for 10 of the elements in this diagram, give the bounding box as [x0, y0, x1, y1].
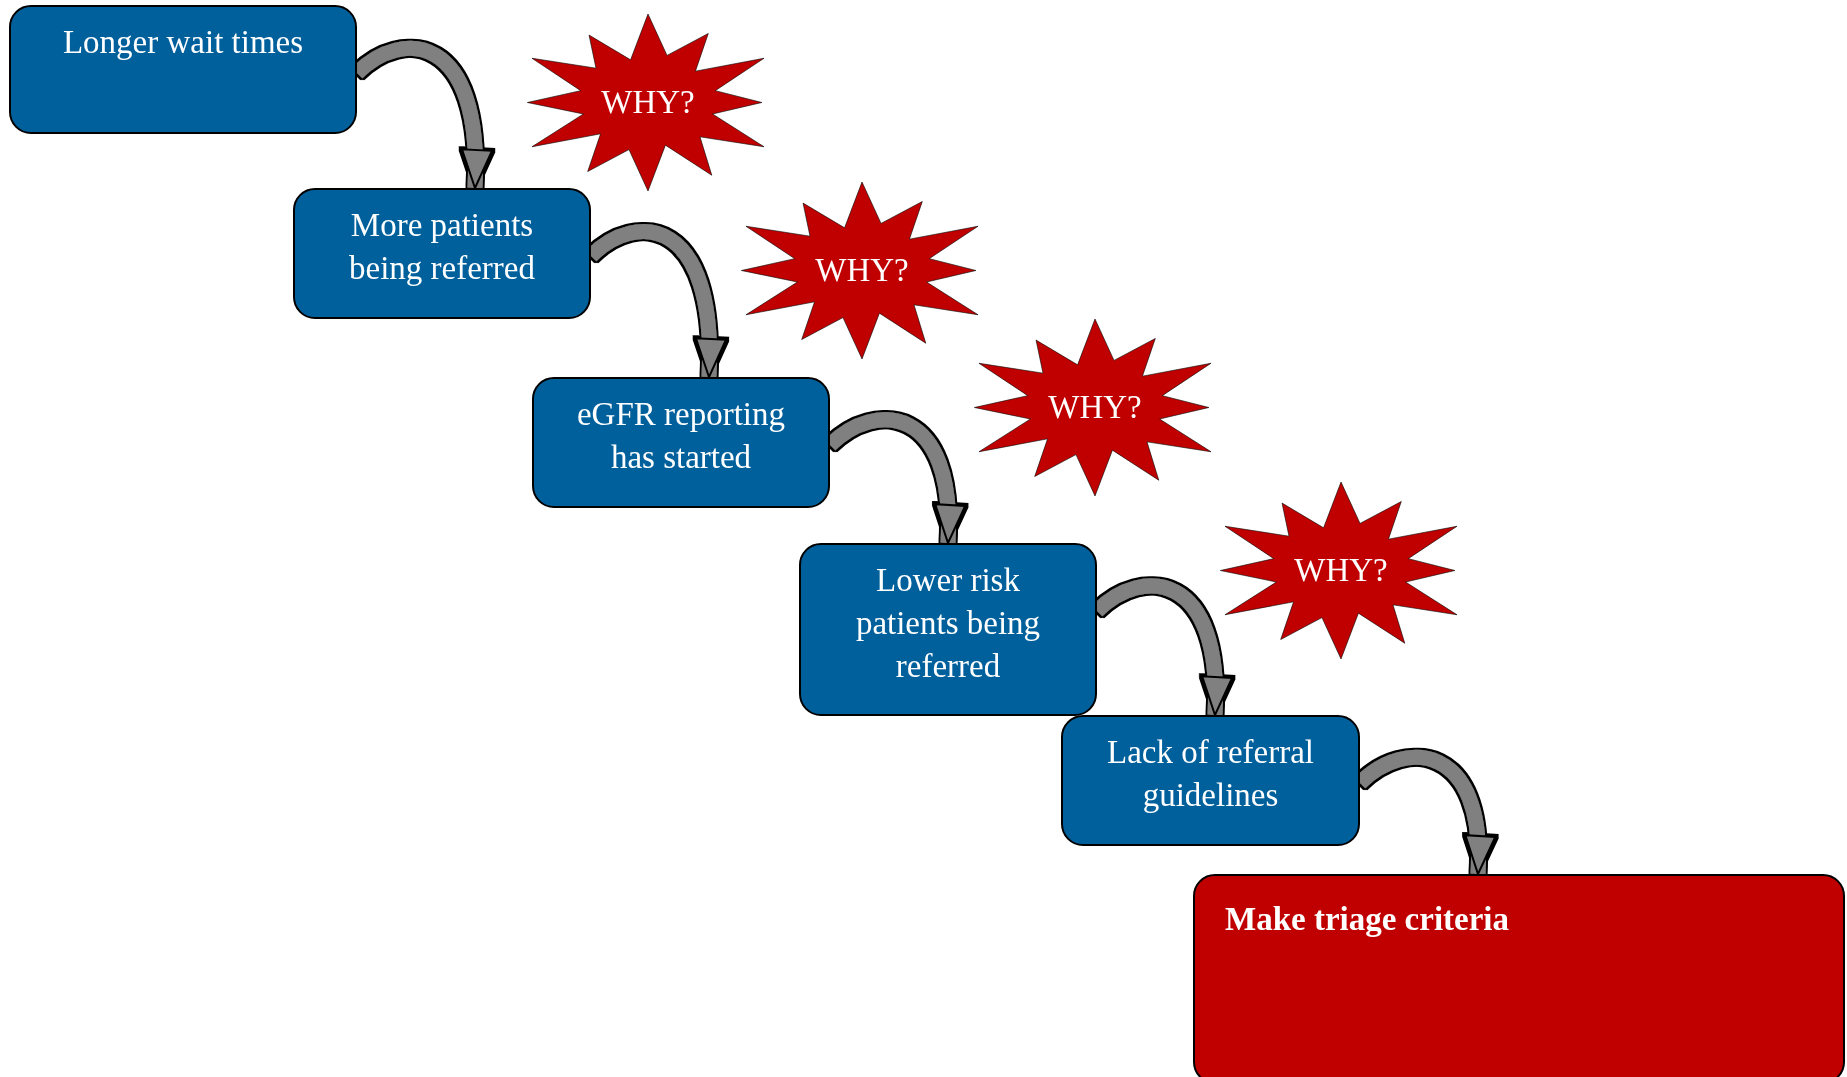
process-box: Lack of referral guidelines — [1061, 715, 1360, 846]
process-box: More patients being referred — [293, 188, 591, 319]
process-box: Lower risk patients being referred — [799, 543, 1097, 716]
why-label: WHY? — [601, 84, 695, 121]
process-box: Longer wait times — [9, 5, 357, 134]
why-label: WHY? — [1294, 552, 1388, 589]
result-box: Make triage criteria — [1193, 874, 1845, 1077]
why-label: WHY? — [815, 252, 909, 289]
process-box: eGFR reporting has started — [532, 377, 830, 508]
why-label: WHY? — [1048, 389, 1142, 426]
